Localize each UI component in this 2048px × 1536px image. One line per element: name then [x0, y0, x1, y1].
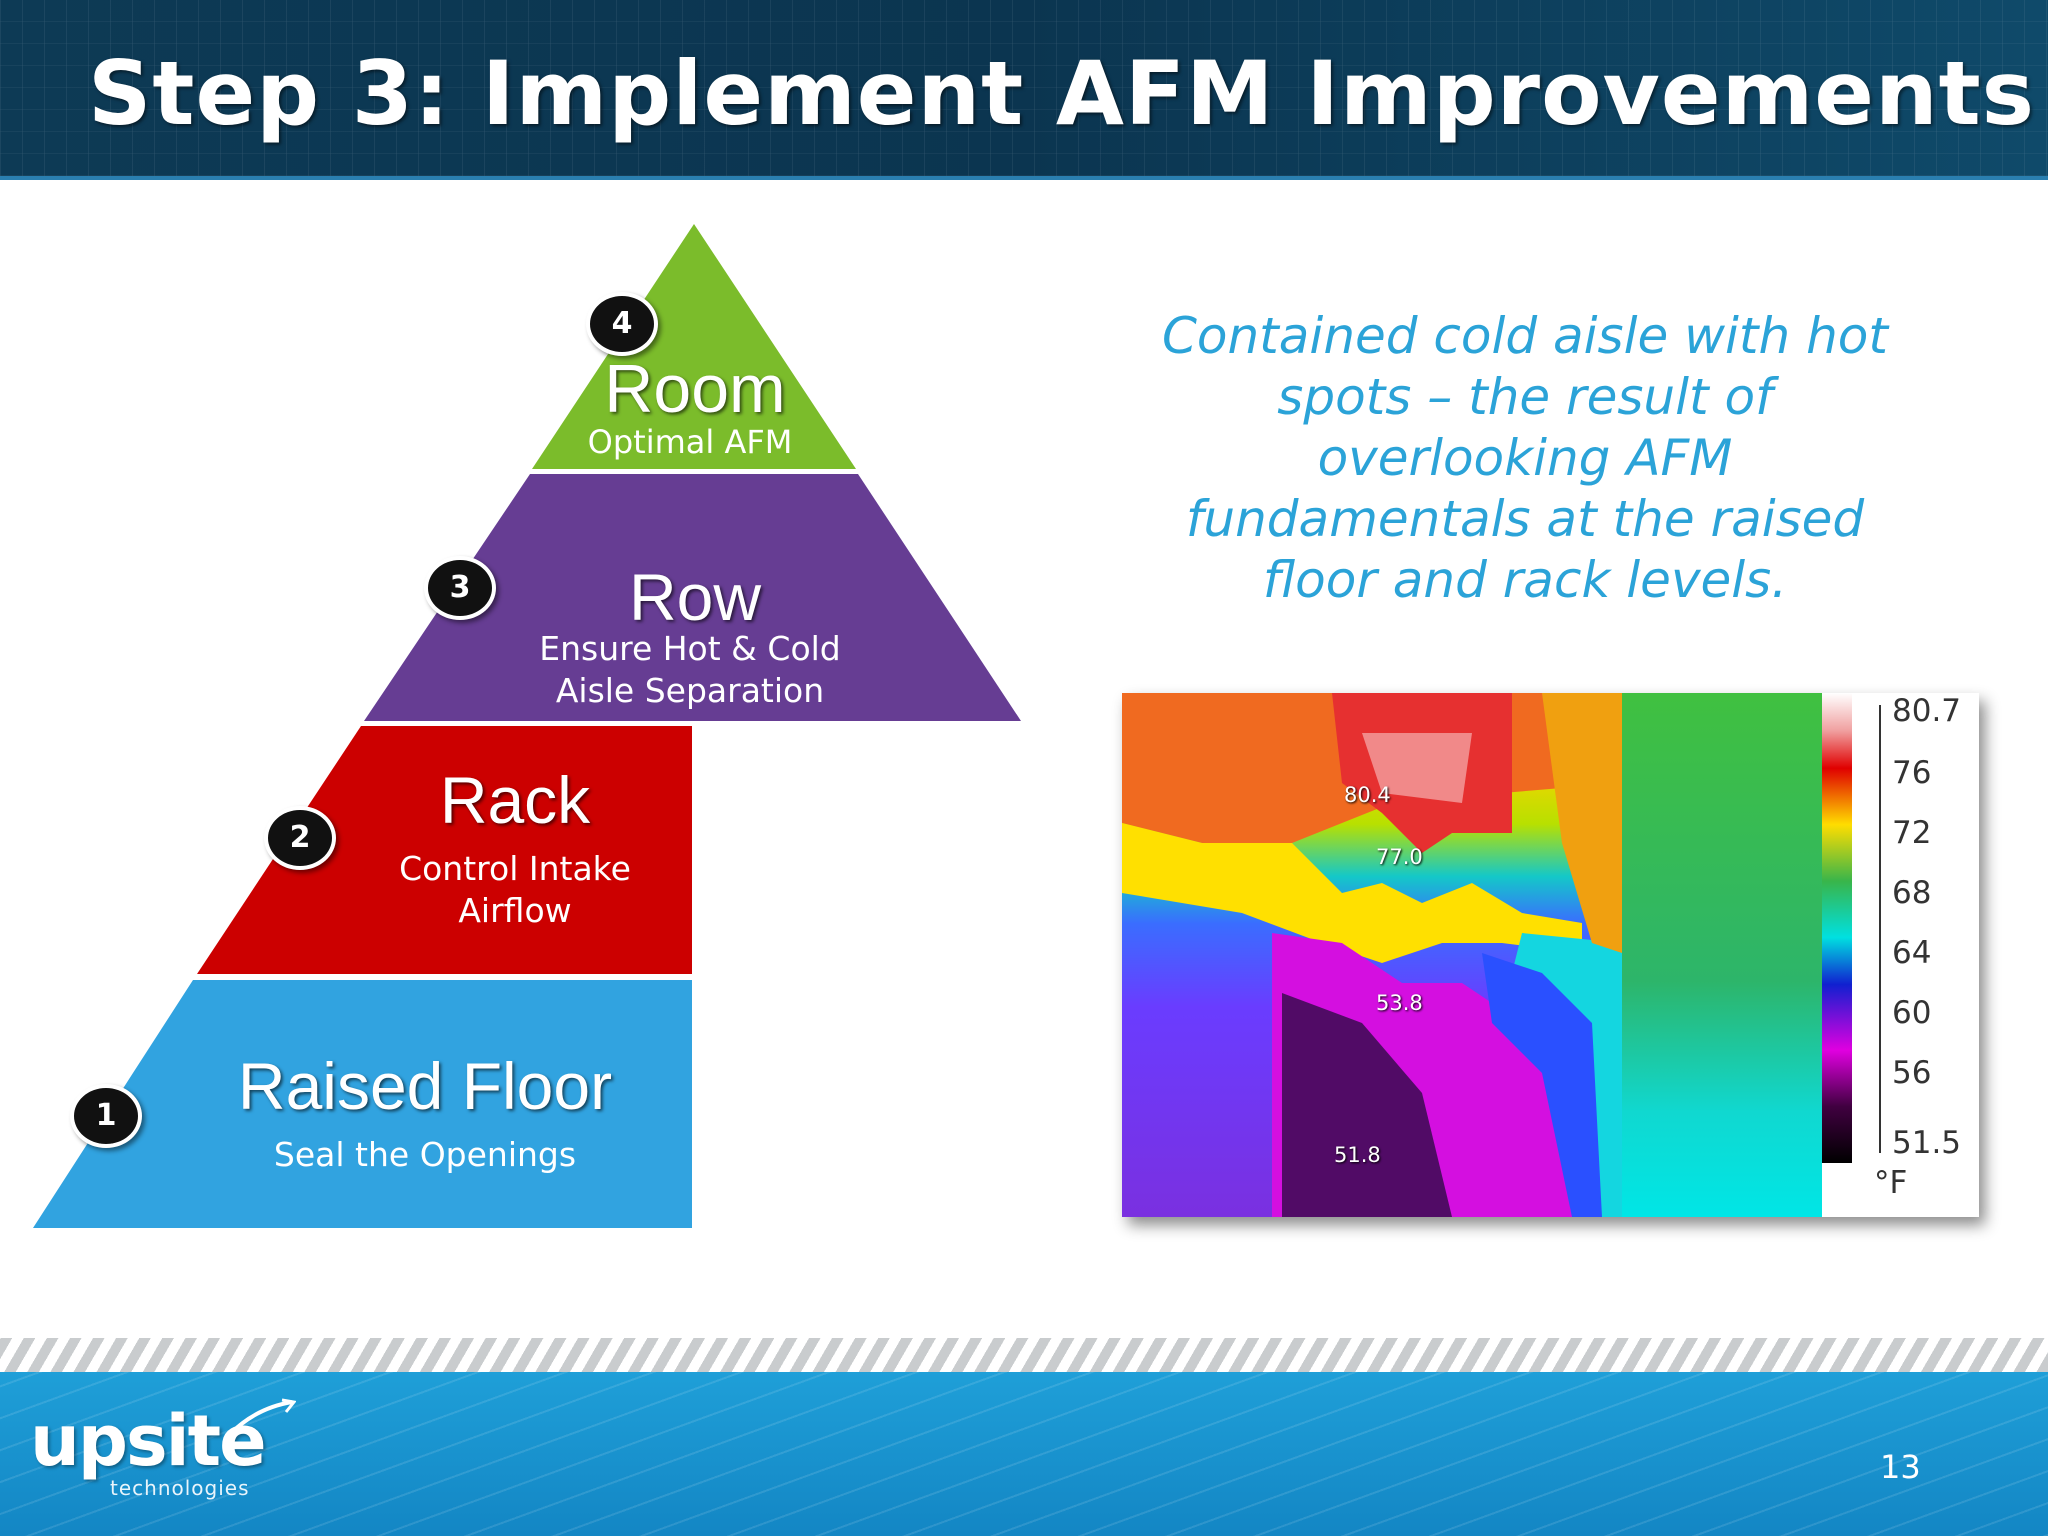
- thermal-scale-bar: [1822, 693, 1852, 1163]
- tier-row-subtitle-line-1: Ensure Hot & Cold: [539, 629, 841, 668]
- scale-label-68: 68: [1892, 875, 1932, 911]
- footer-band: [0, 1372, 2048, 1536]
- tier-rack-title: Rack: [439, 763, 591, 837]
- footer-waves: [0, 1372, 2048, 1536]
- scale-label-min: 51.5: [1892, 1125, 1962, 1161]
- thermal-blue-band: [1482, 953, 1602, 1217]
- thermal-caption: Contained cold aisle with hot spots – th…: [1161, 307, 1888, 609]
- logo-tagline: technologies: [110, 1476, 250, 1500]
- title-divider: [0, 176, 2048, 180]
- tier-3-badge: 3: [424, 556, 496, 620]
- title-bar: [0, 0, 2048, 176]
- title-bar-pattern: [0, 0, 2048, 176]
- afm-pyramid: [33, 224, 1021, 1228]
- thermal-image: 80.4 77.0 53.8 51.8 80.7 76 72 68 64 60 …: [1122, 693, 1979, 1217]
- scale-unit: °F: [1874, 1165, 1908, 1201]
- thermal-yellow-band: [1122, 823, 1582, 963]
- tier-raised-floor-shape: [33, 980, 692, 1228]
- tier-raised-floor-title: Raised Floor: [237, 1049, 613, 1123]
- thermal-heatmap: [1122, 693, 1881, 1217]
- thermal-point-label-3: 53.8: [1376, 991, 1423, 1015]
- tier-room-title: Room: [604, 351, 786, 427]
- slide-title: Step 3: Implement AFM Improvements: [88, 42, 2036, 145]
- scale-label-60: 60: [1892, 995, 1932, 1031]
- scale-label-76: 76: [1892, 755, 1932, 791]
- tier-room-subtitle: Optimal AFM: [587, 423, 793, 461]
- scale-label-max: 80.7: [1892, 693, 1962, 729]
- tier-row-title: Row: [628, 560, 762, 634]
- thermal-hot-highlight: [1362, 733, 1472, 803]
- upsite-logo: upsite: [30, 1400, 267, 1482]
- logo-swoosh-icon: [228, 1398, 296, 1436]
- thermal-orange-wall: [1542, 693, 1622, 953]
- thermal-point-label-2: 77.0: [1376, 845, 1423, 869]
- tier-2-badge: 2: [264, 806, 336, 870]
- tier-row-subtitle-line-2: Aisle Separation: [555, 671, 825, 710]
- scale-label-64: 64: [1892, 935, 1932, 971]
- scale-label-56: 56: [1892, 1055, 1932, 1091]
- thermal-point-label-1: 80.4: [1344, 783, 1391, 807]
- tier-rack-subtitle-line-2: Airflow: [458, 891, 572, 930]
- tier-raised-floor-subtitle: Seal the Openings: [273, 1135, 577, 1174]
- scale-label-72: 72: [1892, 815, 1932, 851]
- thermal-green-wall: [1622, 693, 1822, 1217]
- thermal-dark-region: [1282, 993, 1452, 1217]
- thermal-point-label-4: 51.8: [1334, 1143, 1381, 1167]
- tier-1-badge: 1: [70, 1084, 142, 1148]
- page-number: 13: [1880, 1448, 1921, 1486]
- tier-rack-subtitle-line-1: Control Intake: [399, 849, 631, 888]
- tier-rack-shape: [197, 726, 692, 974]
- tier-row-shape: [364, 474, 1021, 721]
- tier-room-shape: [532, 224, 856, 469]
- tier-4-badge: 4: [586, 292, 658, 356]
- footer-stripe: [0, 1338, 2048, 1372]
